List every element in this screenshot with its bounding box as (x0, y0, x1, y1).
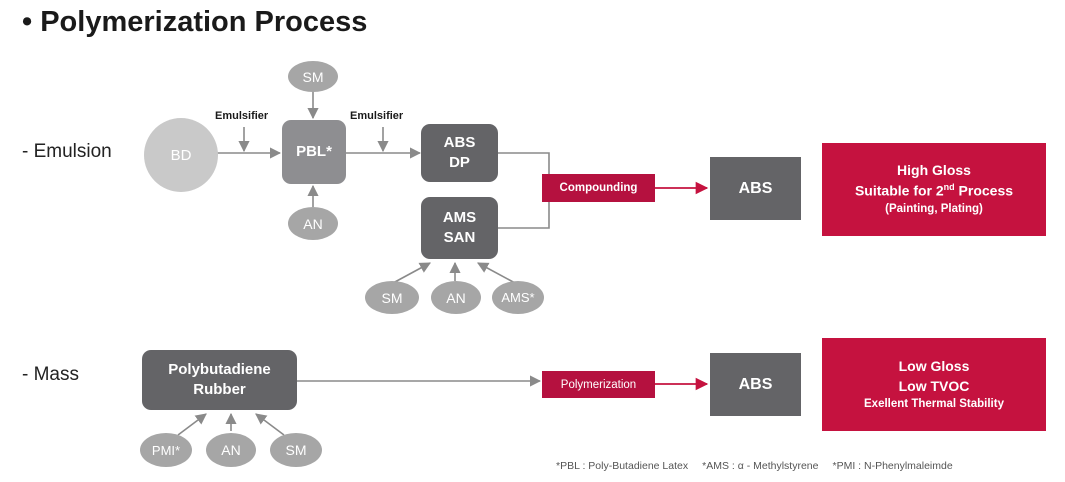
ams-san-line2: SAN (443, 229, 476, 246)
emulsion-result-line2-sup: nd (943, 181, 955, 192)
mass-result-line1: Low Gloss (898, 357, 970, 374)
an-bottom-ellipse: AN (288, 207, 338, 240)
polymerization-label: Polymerization (542, 371, 655, 398)
footnote-pbl: *PBL : Poly-Butadiene Latex (556, 460, 689, 472)
arrow-sm-to-rubber (255, 413, 285, 436)
abs-output-emulsion: ABS (710, 157, 801, 220)
abs-dp-line1: ABS (443, 133, 476, 151)
bd-circle: BD (144, 118, 218, 192)
compounding-label: Compounding (542, 174, 655, 202)
ams-san-box: AMS SAN (421, 197, 498, 259)
an-mass-input-ellipse: AN (206, 433, 256, 467)
sm-mass-input-ellipse: SM (270, 433, 322, 467)
emulsion-result-line1: High Gloss (897, 161, 971, 178)
rubber-line1: Polybutadiene (168, 360, 271, 378)
arrow-ams-to-amssan (477, 262, 516, 284)
mass-result-line2: Low TVOC (898, 377, 970, 394)
emulsion-result-line2-pre: Suitable for 2 (854, 182, 944, 199)
footnote-ams: *AMS : α - Methylstyrene (702, 460, 819, 472)
emulsion-result-box: High Gloss Suitable for 2nd Process (Pai… (822, 143, 1046, 236)
footnote-pmi: *PMI : N-Phenylmaleimde (832, 460, 953, 472)
emulsion-result-line2: Suitable for 2nd Process (855, 181, 1013, 201)
polybutadiene-rubber-box: Polybutadiene Rubber (142, 350, 297, 410)
page-title: • Polymerization Process (22, 6, 368, 38)
abs-output-mass: ABS (710, 353, 801, 416)
rubber-line2: Rubber (193, 381, 246, 398)
footnotes: *PBL : Poly-Butadiene Latex *AMS : α - Me… (556, 460, 967, 472)
emulsifier-label-1: Emulsifier (215, 110, 269, 122)
ams-input-ellipse: AMS* (492, 281, 544, 314)
emulsion-row-label: - Emulsion (22, 141, 112, 162)
sm-top-ellipse: SM (288, 61, 338, 92)
mass-result-box: Low Gloss Low TVOC Exellent Thermal Stab… (822, 338, 1046, 431)
abs-dp-box: ABS DP (421, 124, 498, 182)
pbl-box: PBL* (282, 120, 346, 184)
ams-san-line1: AMS (442, 208, 477, 226)
sm-input-ellipse: SM (365, 281, 419, 314)
pmi-input-ellipse: PMI* (140, 433, 192, 467)
abs-dp-line2: DP (449, 154, 470, 171)
an-input-ellipse: AN (431, 281, 481, 314)
mass-result-line3: Exellent Thermal Stability (864, 398, 1004, 411)
emulsion-result-line3: (Painting, Plating) (885, 202, 983, 215)
arrow-pmi-to-rubber (177, 413, 207, 436)
emulsion-result-line2-post: Process (954, 182, 1014, 199)
mass-row-label: - Mass (22, 364, 79, 385)
emulsifier-label-2: Emulsifier (350, 110, 404, 122)
arrow-sm-to-amssan (392, 262, 431, 284)
